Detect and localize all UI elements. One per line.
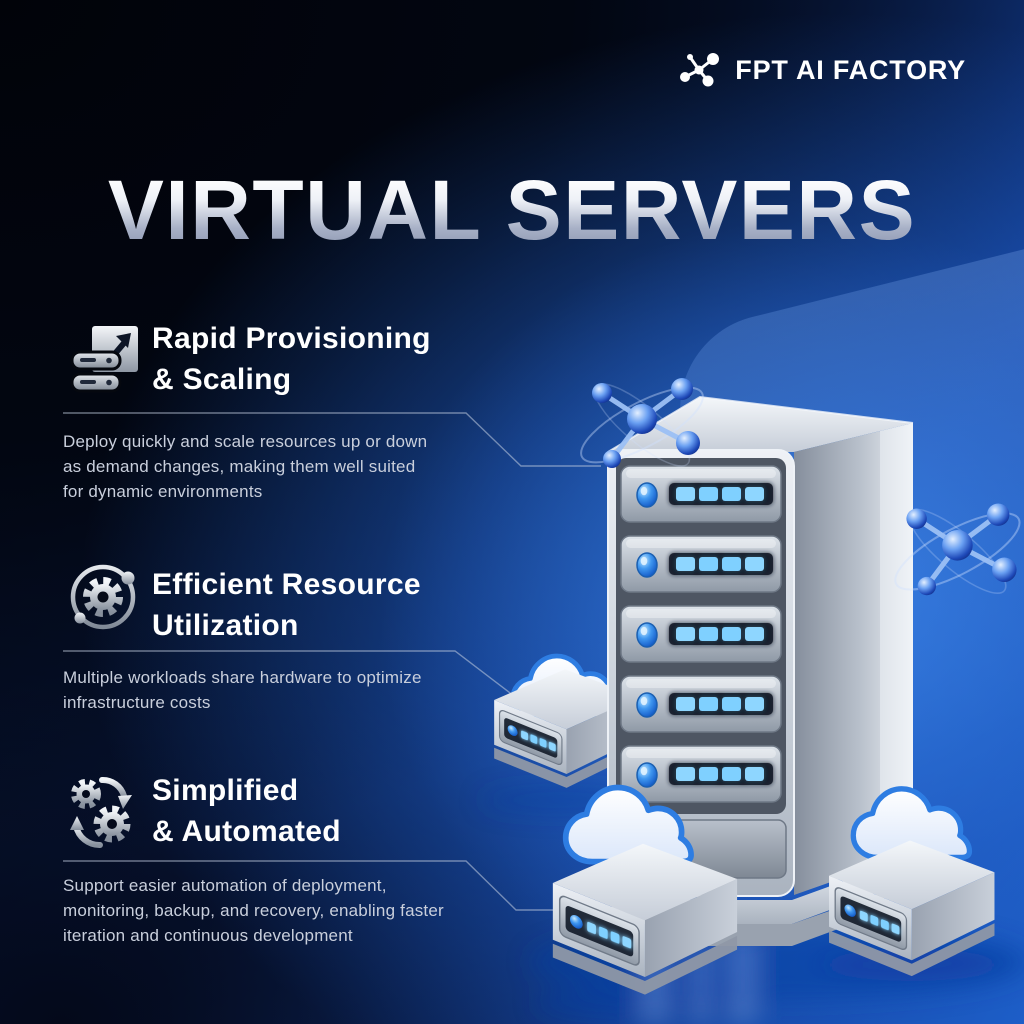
cloud-icon xyxy=(566,788,691,862)
automation-gears-icon xyxy=(70,777,132,849)
server-scale-icon xyxy=(70,326,138,393)
cloud-icon xyxy=(853,789,969,858)
molecule-decoration xyxy=(886,498,1024,605)
feature-heading-line: Utilization xyxy=(152,609,299,643)
cloud-server-box xyxy=(494,656,639,788)
cloud-server-box xyxy=(553,788,737,995)
server-tower xyxy=(607,395,916,946)
feature-heading-line: Efficient Resource xyxy=(152,568,421,601)
feature-heading-line: & Scaling xyxy=(152,363,292,397)
feature-heading-line: & Automated xyxy=(152,815,341,849)
feature-heading: Simplified & Automated xyxy=(152,770,341,853)
cloud-server-box xyxy=(829,789,994,976)
feature-heading: Efficient Resource Utilization xyxy=(152,564,421,647)
gear-cycle-icon xyxy=(70,564,136,630)
background-swoosh xyxy=(680,215,1024,922)
feature-heading-line: Simplified xyxy=(152,774,299,807)
feature-heading-line: Rapid Provisioning xyxy=(152,322,431,355)
molecule-decoration xyxy=(572,373,713,478)
brand-name: FPT AI FACTORY xyxy=(735,54,966,85)
brand-logo: FPT AI FACTORY xyxy=(677,50,966,90)
molecule-icon xyxy=(680,53,720,87)
cloud-icon xyxy=(513,656,619,718)
feature-description: Multiple workloads share hardware to opt… xyxy=(63,668,422,712)
feature-description: Deploy quickly and scale resources up or… xyxy=(63,432,428,501)
background-glow xyxy=(380,220,1024,1020)
feature-description: Support easier automation of deployment,… xyxy=(63,876,444,945)
page-title: VIRTUAL SERVERS xyxy=(0,168,1024,252)
feature-heading: Rapid Provisioning & Scaling xyxy=(152,318,431,401)
